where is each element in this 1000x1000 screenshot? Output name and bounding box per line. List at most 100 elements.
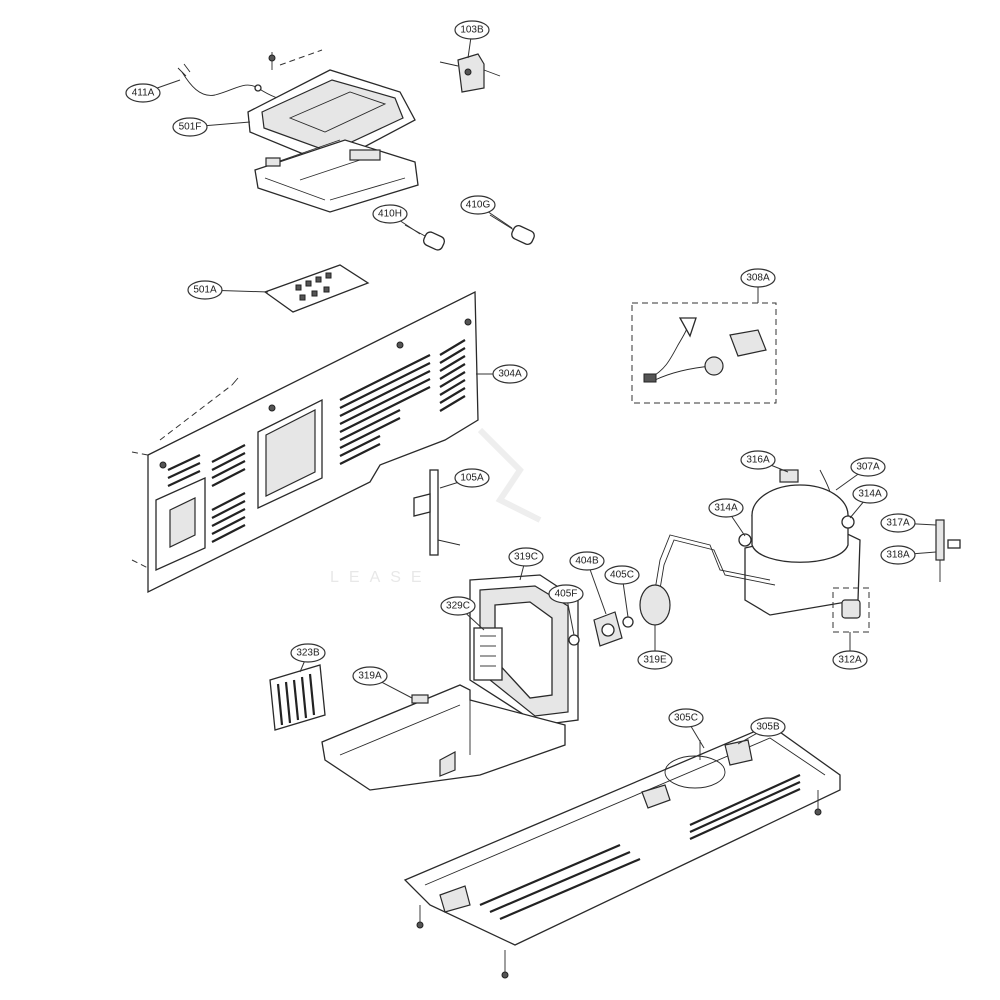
callout-bubble xyxy=(740,268,776,288)
callout-text: 308A xyxy=(746,273,770,284)
callout-text: 316A xyxy=(746,455,770,466)
frame-319C xyxy=(469,574,579,726)
callout-bubble xyxy=(548,584,584,604)
callout-text: 501F xyxy=(179,122,202,133)
callout-text: 319A xyxy=(358,671,382,682)
compressor-assembly xyxy=(639,469,861,626)
callout-text: 103B xyxy=(460,25,484,36)
callout-text: 410H xyxy=(378,209,402,220)
callout-304A: 304A xyxy=(492,364,528,384)
callout-text: 319E xyxy=(643,655,667,666)
callout-bubble xyxy=(740,450,776,470)
base-tray-319A xyxy=(321,684,566,791)
callout-bubble xyxy=(125,83,161,103)
callout-312A: 312A xyxy=(832,650,868,670)
callout-bubble xyxy=(187,280,223,300)
callout-text: 405F xyxy=(555,589,578,600)
callout-404B: 404B xyxy=(569,551,605,571)
callout-text: 329C xyxy=(446,601,470,612)
callout-bubble xyxy=(832,650,868,670)
callout-bubble xyxy=(880,545,916,565)
knob-410H xyxy=(404,224,446,251)
callout-bubble xyxy=(880,513,916,533)
washer-405F xyxy=(568,634,580,646)
callout-bubble xyxy=(852,484,888,504)
callout-bubble xyxy=(604,565,640,585)
wiring-harness-308A xyxy=(631,302,777,404)
parts-317A-318A xyxy=(935,519,961,582)
callout-text: 307A xyxy=(856,462,880,473)
callout-text: 305C xyxy=(674,713,698,724)
callout-501A: 501A xyxy=(187,280,223,300)
callout-323B: 323B xyxy=(290,643,326,663)
callout-410G: 410G xyxy=(460,195,496,215)
callout-319C: 319C xyxy=(508,547,544,567)
rear-panel-304A xyxy=(131,290,479,594)
bracket-105A xyxy=(413,469,461,556)
callout-text: 317A xyxy=(886,518,910,529)
washer-405C xyxy=(622,616,634,628)
callout-text: 314A xyxy=(858,489,882,500)
callout-text: 323B xyxy=(296,648,320,659)
callout-bubble xyxy=(454,468,490,488)
callout-bubble xyxy=(440,596,476,616)
callout-bubble xyxy=(372,204,408,224)
callout-329C: 329C xyxy=(440,596,476,616)
callout-305B: 305B xyxy=(750,717,786,737)
callout-314A-left: 314A xyxy=(708,498,744,518)
callout-text: 405C xyxy=(610,570,634,581)
callout-318A: 318A xyxy=(880,545,916,565)
part-312A xyxy=(832,587,870,633)
callout-text: 304A xyxy=(498,369,522,380)
watermark-text: LEASE xyxy=(330,569,432,586)
callout-314A-right: 314A xyxy=(852,484,888,504)
callout-text: 105A xyxy=(460,473,484,484)
callout-bubble xyxy=(352,666,388,686)
callout-308A: 308A xyxy=(740,268,776,288)
callout-411A: 411A xyxy=(125,83,161,103)
callout-103B: 103B xyxy=(454,20,490,40)
part-103B xyxy=(439,53,501,93)
top-cover-assembly xyxy=(177,49,419,213)
callout-501F: 501F xyxy=(172,117,208,137)
callout-bubble xyxy=(750,717,786,737)
callout-316A: 316A xyxy=(740,450,776,470)
base-plate xyxy=(403,724,841,979)
callout-labels: 411A 103B 501F 410H 410G 501A 308A 304A 105A 316A… xyxy=(125,20,916,737)
callout-319A: 319A xyxy=(352,666,388,686)
callout-307A: 307A xyxy=(850,457,886,477)
callout-bubble xyxy=(508,547,544,567)
callout-text: 312A xyxy=(838,655,862,666)
callout-410H: 410H xyxy=(372,204,408,224)
motor-404B xyxy=(593,611,623,647)
callout-105A: 105A xyxy=(454,468,490,488)
callout-text: 501A xyxy=(193,285,217,296)
callout-bubble xyxy=(460,195,496,215)
callout-text: 411A xyxy=(132,88,155,99)
callout-405F: 405F xyxy=(548,584,584,604)
callout-bubble xyxy=(668,708,704,728)
knob-410G xyxy=(489,214,535,245)
callout-319E: 319E xyxy=(637,650,673,670)
callout-305C: 305C xyxy=(668,708,704,728)
callout-text: 319C xyxy=(514,552,538,563)
callout-text: 404B xyxy=(575,556,599,567)
fan-329C xyxy=(473,627,503,681)
callout-text: 410G xyxy=(466,200,491,211)
callout-bubble xyxy=(637,650,673,670)
callout-bubble xyxy=(172,117,208,137)
callout-405C: 405C xyxy=(604,565,640,585)
callout-bubble xyxy=(569,551,605,571)
callout-bubble xyxy=(708,498,744,518)
callout-text: 314A xyxy=(714,503,738,514)
callout-bubble xyxy=(850,457,886,477)
callout-text: 305B xyxy=(756,722,780,733)
callout-bubble xyxy=(492,364,528,384)
watermark xyxy=(477,427,542,523)
callout-text: 318A xyxy=(886,550,910,561)
callout-317A: 317A xyxy=(880,513,916,533)
condenser-323B xyxy=(269,664,326,731)
callout-bubble xyxy=(454,20,490,40)
control-panel-501A xyxy=(263,264,370,313)
